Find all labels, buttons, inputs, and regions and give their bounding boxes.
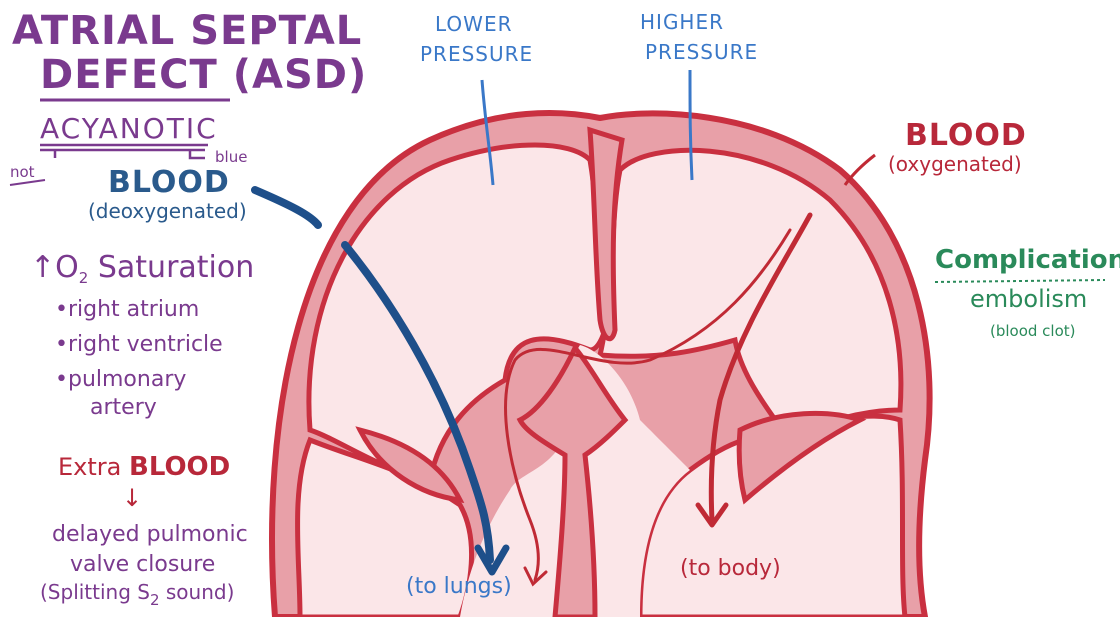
consequence-line-1: delayed pulmonic [52,522,248,547]
complication-value: embolism [970,285,1087,313]
not-note: not [10,163,35,181]
s2-subscript: 2 [150,591,160,609]
oxygenated-pointer [845,155,875,185]
oxy-blood-label: BLOOD [905,118,1027,153]
title-line-2: DEFECT (ASD) [40,52,367,98]
saturation-heading: ↑O2 Saturation [30,250,254,287]
saturation-item-pulmonary: •pulmonary [55,367,186,392]
lower-pressure-line-1: LOWER [435,12,512,36]
deoxy-blood-sub: (deoxygenated) [88,199,247,223]
splitting-text: (Splitting S [40,580,150,604]
complication-label: Complication: [935,245,1120,275]
sound-text: sound) [160,580,235,604]
up-arrow-icon: ↑ [30,250,55,285]
saturation-item-right-atrium: •right atrium [55,297,199,322]
lower-pressure-line-2: PRESSURE [420,42,533,66]
oxygen-symbol: O [55,250,79,285]
consequence-line-2: valve closure [70,552,215,577]
blue-note: blue [215,148,247,166]
down-arrow-icon: ↓ [122,484,142,512]
title-line-1: ATRIAL SEPTAL [12,8,362,54]
deoxy-blood-label: BLOOD [108,165,230,200]
extra-blood-word: BLOOD [129,452,230,482]
extra-blood-heading: Extra BLOOD [58,452,230,482]
to-body-label: (to body) [680,556,781,581]
extra-word: Extra [58,453,121,481]
complication-underline [935,280,1105,282]
oxygen-subscript: 2 [79,269,89,287]
oxy-blood-sub: (oxygenated) [888,152,1022,176]
to-lungs-label: (to lungs) [406,574,512,599]
consequence-line-3: (Splitting S2 sound) [40,580,234,609]
saturation-item-artery: artery [90,395,157,420]
saturation-word: Saturation [98,250,254,285]
acyanotic-label: ACYANOTIC [40,112,218,145]
saturation-item-right-ventricle: •right ventricle [55,332,223,357]
higher-pressure-line-1: HIGHER [640,10,724,34]
acyanotic-bracket [40,150,205,158]
complication-note: (blood clot) [990,322,1076,340]
higher-pressure-line [690,70,692,180]
higher-pressure-line-2: PRESSURE [645,40,758,64]
